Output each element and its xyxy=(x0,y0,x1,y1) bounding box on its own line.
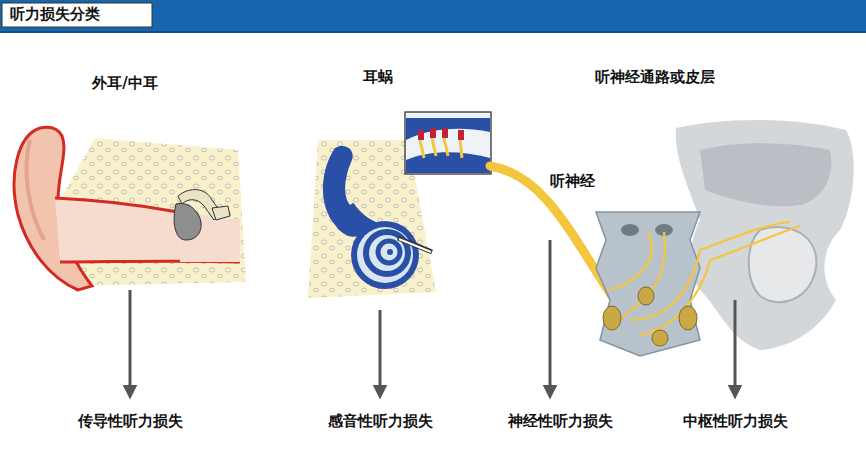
page-title: 听力损失分类 xyxy=(10,5,100,24)
section-heading: 外耳/中耳 xyxy=(92,74,157,93)
category-label: 传导性听力损失 xyxy=(78,412,183,431)
title-box xyxy=(2,3,152,27)
header-bar xyxy=(0,0,866,31)
category-label: 中枢性听力损失 xyxy=(683,412,788,431)
ear-figure xyxy=(14,127,246,290)
section-heading: 耳蜗 xyxy=(363,68,393,87)
brain-figure xyxy=(596,120,854,356)
section-heading: 听神经通路或皮层 xyxy=(595,68,715,87)
category-label: 感音性听力损失 xyxy=(328,412,433,431)
down-arrows xyxy=(130,240,735,392)
part-label: 听神经 xyxy=(550,172,595,191)
cochlea-figure xyxy=(308,112,491,298)
header-rule xyxy=(0,31,866,33)
category-label: 神经性听力损失 xyxy=(508,412,613,431)
